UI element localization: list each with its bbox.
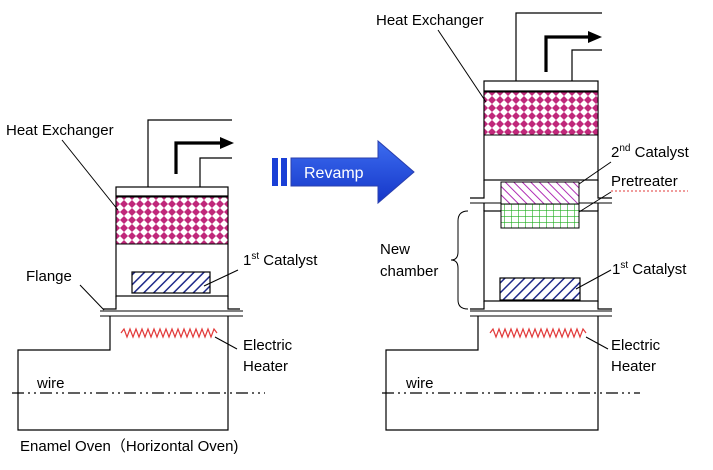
left-catalyst-1-label: 1st Catalyst (243, 251, 318, 269)
left-heater-label-line2: Heater (243, 358, 288, 375)
left-heater-leader (214, 336, 238, 350)
right-catalyst-1-label: 1st Catalyst (612, 260, 687, 278)
right-heater-leader (585, 336, 609, 350)
left-exhaust-arrow (174, 141, 222, 174)
right-exhaust-duct (515, 12, 602, 81)
revamp-label: Revamp (304, 165, 364, 182)
new-chamber-brace (450, 210, 469, 310)
new-chamber-label-line2: chamber (380, 263, 438, 280)
left-heat-exchanger-label: Heat Exchanger (6, 122, 114, 139)
right-oven (385, 12, 612, 431)
revamp-arrow: Revamp (272, 139, 415, 205)
left-electric-heater-coil (120, 327, 218, 339)
pretreater-leader (578, 191, 612, 213)
right-catalyst-1 (499, 277, 581, 301)
new-chamber-label-line1: New (380, 241, 410, 258)
left-oven-body (17, 316, 229, 431)
right-electric-heater-coil (489, 327, 587, 339)
left-cat1-leader (203, 269, 239, 287)
left-electric-label-line1: Electric (243, 337, 293, 354)
pretreater (500, 203, 580, 229)
catalyst-2 (500, 181, 580, 205)
right-heater-label-line2: Heater (611, 358, 656, 375)
left-exhaust-duct (147, 119, 232, 187)
left-wire-label: wire (36, 375, 65, 392)
left-heat-exchanger (115, 196, 229, 245)
catalyst-2-leader (578, 161, 612, 185)
right-electric-label-line1: Electric (611, 337, 661, 354)
right-oven-body (385, 316, 599, 431)
flange-leader (79, 284, 105, 311)
right-heat-exchanger (483, 91, 599, 136)
left-catalyst-1 (131, 271, 211, 294)
oven-caption: Enamel Oven（Horizontal Oven) (20, 438, 238, 455)
right-cat1-leader (575, 269, 612, 290)
catalyst-2-label: 2nd Catalyst (611, 143, 690, 161)
right-hx-leader (437, 29, 487, 103)
right-exhaust-arrow (544, 35, 590, 72)
pretreater-label: Pretreater (611, 173, 678, 190)
right-heat-exchanger-label: Heat Exchanger (376, 12, 484, 29)
right-wire-label: wire (405, 375, 434, 392)
flange-label: Flange (26, 268, 72, 285)
left-hx-leader (61, 139, 119, 211)
